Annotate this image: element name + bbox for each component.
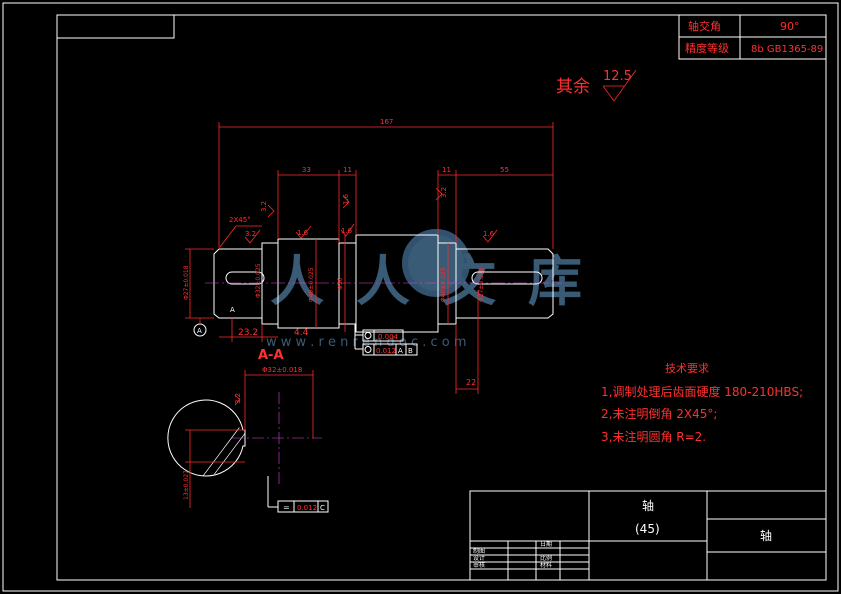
svg-text:1.6: 1.6: [341, 227, 353, 235]
svg-text:22: 22: [466, 378, 476, 387]
svg-text:比例: 比例: [540, 554, 552, 562]
svg-text:设计: 设计: [473, 554, 485, 562]
param-value-2: 8b GB1365-89: [751, 44, 823, 55]
surface-finish-other: 其余 12.5: [556, 69, 637, 102]
svg-text:3.2: 3.2: [440, 187, 448, 198]
svg-text:0.012: 0.012: [297, 504, 317, 512]
svg-text:55: 55: [500, 166, 509, 174]
inner-frame: [56, 14, 827, 581]
svg-text:Φ32±0.025: Φ32±0.025: [255, 263, 262, 298]
svg-text:制图: 制图: [473, 547, 485, 555]
svg-text:Φ32±0.018: Φ32±0.018: [262, 366, 302, 374]
svg-text:0.004: 0.004: [378, 333, 399, 341]
gear-params-table: 轴交角 90° 精度等级 8b GB1365-89: [678, 14, 827, 60]
svg-text:23.2: 23.2: [238, 328, 258, 338]
part-name: 轴: [642, 498, 654, 513]
svg-text:3.2: 3.2: [234, 393, 242, 404]
svg-text:0.012: 0.012: [376, 347, 396, 355]
svg-text:日期: 日期: [540, 540, 552, 548]
param-label-1: 轴交角: [688, 19, 721, 33]
svg-text:材料: 材料: [540, 561, 552, 569]
svg-text:审核: 审核: [473, 561, 485, 569]
param-value-1: 90°: [780, 20, 800, 33]
svg-text:12.5: 12.5: [603, 69, 632, 84]
svg-text:人人文库: 人人文库: [270, 250, 614, 313]
svg-text:A: A: [398, 347, 403, 355]
svg-text:2,未注明倒角 2X45°;: 2,未注明倒角 2X45°;: [601, 406, 717, 421]
svg-text:33: 33: [302, 166, 311, 174]
watermark: 人人文库 w w w . r e n r e n d o c . c o m: [266, 229, 614, 350]
svg-text:1.6: 1.6: [342, 193, 350, 205]
svg-text:Φ27±0.018: Φ27±0.018: [183, 265, 190, 300]
svg-text:1.6: 1.6: [483, 230, 495, 238]
shaft-main-view: [205, 234, 562, 333]
svg-text:13±0.027: 13±0.027: [183, 470, 190, 500]
drawing-name: 轴: [760, 528, 772, 543]
section-label: A-A: [258, 348, 284, 363]
svg-text:4.4: 4.4: [294, 328, 309, 338]
part-material: (45): [635, 522, 660, 536]
svg-text:3.2: 3.2: [245, 230, 256, 238]
tech-requirements: 技术要求 1,调制处理后齿面硬度 180-210HBS; 2,未注明倒角 2X4…: [601, 362, 803, 444]
svg-text:167: 167: [380, 118, 393, 126]
svg-text:A: A: [230, 306, 235, 314]
svg-text:11: 11: [343, 166, 352, 174]
svg-text:Φ40±0.025: Φ40±0.025: [308, 267, 315, 302]
svg-text:C: C: [320, 504, 325, 512]
svg-text:=: =: [283, 503, 290, 512]
svg-text:3,未注明圆角 R=2.: 3,未注明圆角 R=2.: [601, 429, 706, 444]
svg-text:2X45°: 2X45°: [229, 216, 251, 224]
svg-text:Φ27±0.018: Φ27±0.018: [478, 267, 485, 302]
svg-text:技术要求: 技术要求: [665, 362, 709, 375]
svg-text:A: A: [197, 327, 202, 335]
dimensions: 167 33 11 11 55 22 23.2 4.4 2X45°: [183, 118, 554, 394]
svg-text:1.6: 1.6: [297, 229, 309, 237]
svg-text:3.2: 3.2: [260, 201, 268, 212]
svg-text:1,调制处理后齿面硬度 180-210HBS;: 1,调制处理后齿面硬度 180-210HBS;: [601, 384, 803, 399]
top-left-box: [56, 14, 175, 39]
param-label-2: 精度等级: [685, 41, 729, 55]
svg-text:11: 11: [442, 166, 451, 174]
tolerance-frames: 0.004 0.012 A B: [354, 324, 418, 356]
svg-text:Φ36: Φ36: [337, 277, 344, 290]
svg-text:Φ40±0.025: Φ40±0.025: [440, 267, 447, 302]
svg-text:其余: 其余: [556, 77, 590, 97]
section-view: Φ32±0.018 3.2 13±0.027 = 0.012 C: [167, 366, 329, 513]
svg-text:B: B: [408, 347, 413, 355]
svg-text:w w w . r e n r e n d o c . c: w w w . r e n r e n d o c . c o m: [266, 335, 467, 350]
title-block: 制图 设计 审核 日期 比例 材料 轴 (45) 轴: [469, 490, 827, 581]
